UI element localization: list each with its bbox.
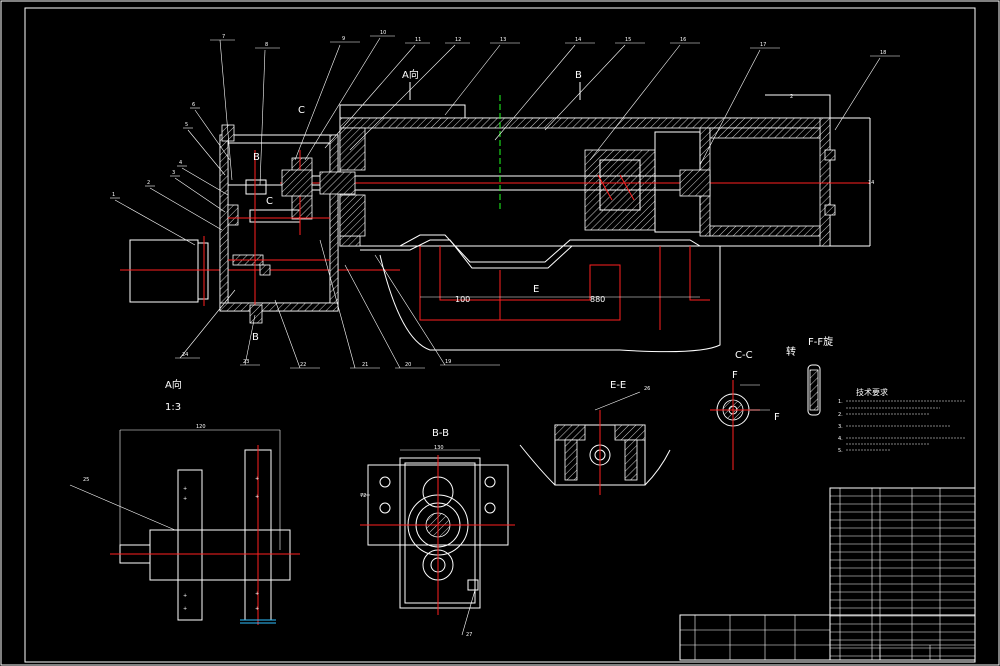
callout-numbers-top: 7 8 9 10 11 12 13 14 15 16 17 18 — [222, 30, 886, 56]
view-cc-title: C-C — [735, 350, 753, 361]
svg-text:20: 20 — [405, 362, 411, 368]
svg-text:18: 18 — [880, 50, 886, 56]
view-a-title: A向 — [165, 378, 182, 391]
svg-text:技术要求: 技术要求 — [856, 387, 888, 397]
svg-text:+: + — [183, 606, 187, 612]
view-a: A向 1:3 120 25 + + + + + + + + — [69, 378, 300, 625]
view-cc: C-C F F — [710, 350, 780, 470]
svg-text:16: 16 — [680, 37, 686, 43]
f-mark-right: F — [774, 412, 780, 423]
svg-text:1: 1 — [112, 192, 115, 198]
parts-list — [829, 487, 976, 661]
label-c-top: C — [298, 105, 305, 116]
svg-text:2: 2 — [790, 94, 793, 100]
svg-text:12: 12 — [455, 37, 461, 43]
label-b-left: B — [253, 152, 260, 163]
f-mark-left: F — [732, 370, 738, 381]
svg-text:5.: 5. — [838, 448, 843, 454]
svg-text:1.: 1. — [838, 399, 843, 405]
svg-text:19: 19 — [445, 359, 451, 365]
inner-border — [24, 7, 976, 663]
svg-text:23: 23 — [243, 359, 249, 365]
view-ee: E-E 26 — [519, 380, 671, 495]
view-bb-title: B-B — [432, 428, 449, 439]
svg-text:2: 2 — [147, 180, 150, 186]
callout-leaders-top — [210, 35, 900, 186]
svg-text:15: 15 — [625, 37, 631, 43]
svg-text:5: 5 — [185, 122, 188, 128]
svg-text:+: + — [255, 476, 259, 482]
svg-text:6: 6 — [192, 102, 195, 108]
title-block — [679, 614, 976, 661]
svg-text:+: + — [183, 486, 187, 492]
svg-text:+: + — [183, 593, 187, 599]
svg-text:+: + — [255, 494, 259, 500]
view-bb: B-B 130 72 27 — [360, 428, 515, 638]
svg-text:4: 4 — [179, 160, 182, 166]
svg-text:13: 13 — [500, 37, 506, 43]
label-e: E — [533, 284, 539, 295]
main-assembly-view: 100 880 — [120, 94, 871, 353]
svg-text:7: 7 — [222, 34, 225, 40]
svg-text:25: 25 — [83, 477, 89, 483]
view-ff-title: F-F旋 — [808, 335, 833, 348]
svg-text:22: 22 — [300, 362, 306, 368]
label-b-bottom: B — [252, 332, 259, 343]
svg-text:10: 10 — [380, 30, 386, 36]
svg-text:+: + — [255, 606, 259, 612]
svg-text:24: 24 — [182, 352, 188, 358]
ff-note: 转 — [786, 345, 796, 358]
lower-frame — [360, 234, 720, 263]
svg-text:3.: 3. — [838, 424, 843, 430]
svg-text:4.: 4. — [838, 436, 843, 442]
view-ff: 转 F-F旋 — [786, 335, 833, 416]
dim-880: 880 — [590, 295, 605, 304]
svg-text:+: + — [183, 496, 187, 502]
svg-text:14: 14 — [868, 180, 874, 186]
label-a-direction: A向 — [402, 68, 419, 81]
callout-leaders-left: 6 5 4 3 2 1 — [110, 102, 231, 246]
dim-100: 100 — [455, 295, 470, 304]
label-c-mid: C — [266, 196, 273, 207]
svg-text:17: 17 — [760, 42, 766, 48]
svg-text:3: 3 — [172, 170, 175, 176]
svg-text:27: 27 — [466, 632, 472, 638]
svg-text:21: 21 — [362, 362, 368, 368]
svg-text:+: + — [255, 591, 259, 597]
motor-body — [129, 239, 199, 303]
parts-list-rows — [830, 495, 975, 657]
svg-text:72: 72 — [360, 493, 366, 499]
svg-text:2.: 2. — [838, 412, 843, 418]
svg-text:9: 9 — [342, 36, 345, 42]
label-b-top: B — [575, 70, 582, 81]
svg-text:14: 14 — [575, 37, 581, 43]
svg-text:11: 11 — [415, 37, 421, 43]
view-a-scale: 1:3 — [165, 402, 181, 413]
svg-text:8: 8 — [265, 42, 268, 48]
technical-notes: 技术要求 1. 2. 3. 4. 5. — [838, 387, 965, 454]
svg-text:120: 120 — [196, 424, 206, 430]
svg-text:130: 130 — [434, 445, 444, 451]
svg-text:26: 26 — [644, 386, 650, 392]
callout-leaders-bottom: 24 23 22 21 20 19 — [175, 239, 500, 369]
view-ee-title: E-E — [610, 380, 626, 391]
